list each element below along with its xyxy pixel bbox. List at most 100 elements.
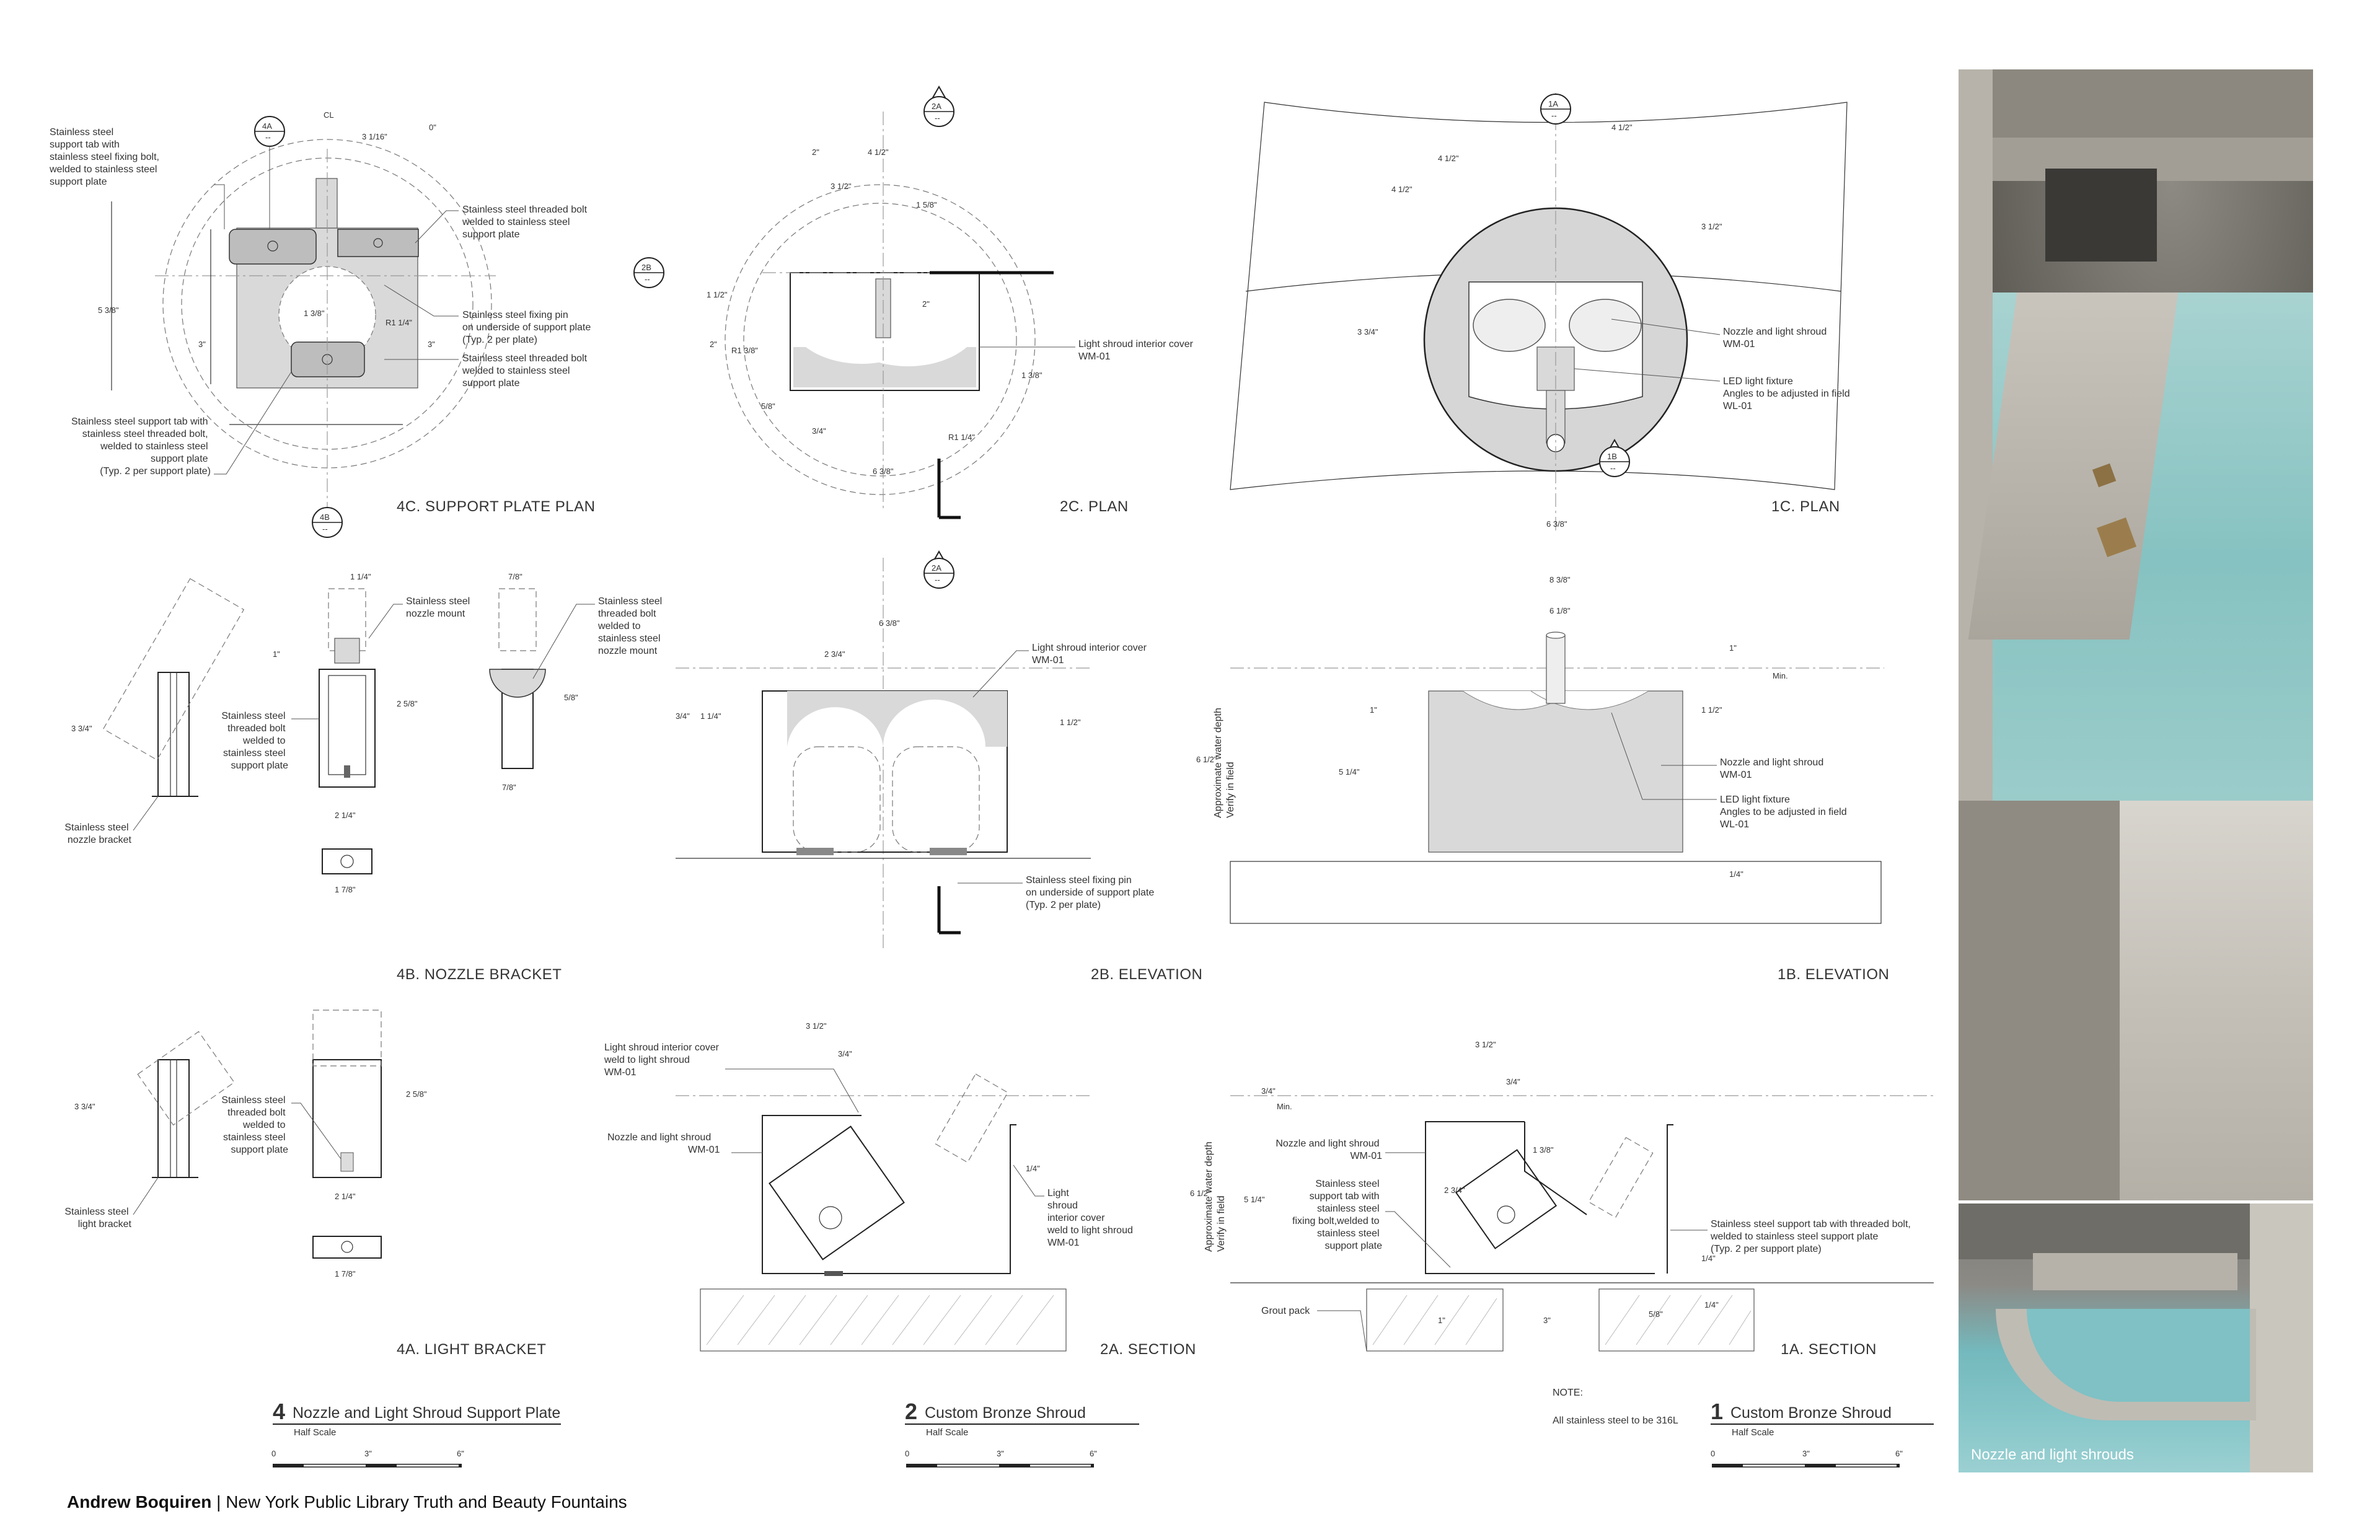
note-1a-support-tab-typ: Stainless steel support tab with threade… [1710,1219,1913,1254]
tag-2a-mid-sheet: -- [935,575,940,584]
legend-1-number: 1 [1711,1399,1723,1424]
title-1a: 1A. SECTION [1781,1341,1877,1358]
dim-1-14: 1 1/4" [350,572,371,581]
detail-2c-plan: 2A -- 2B -- 2" 4 1/2" 3 1/2" 1 5/8" 1 1/… [633,85,1194,519]
dim-6-38: 6 3/8" [1546,519,1567,529]
detail-1a-section: 3 1/2" 3/4" 3/4" Min. 1 3/8" 2 3/4" 5 1/… [1190,1040,1934,1358]
footer-author: Andrew Boquiren [67,1492,212,1511]
dim-2-14: 2 1/4" [335,811,356,820]
tag-4b-sheet: -- [322,524,328,534]
detail-1c-plan: 1A -- 1B -- 4 1/2" 4 1/2" 4 1/2" 3 1/2" … [1230,93,1850,533]
dim-1-4: 1/4" [1026,1164,1040,1173]
dim-1-14: 1 1/4" [700,711,721,721]
dim-3-right: 3" [428,340,435,349]
dim-r4-12: 4 1/2" [1438,154,1459,163]
dim-r1-38: R1 3/8" [731,346,758,355]
dim-1-12: 1 1/2" [1701,705,1722,715]
dim-1-78: 1 7/8" [335,885,356,894]
dim-1-4-b: 1/4" [1704,1300,1719,1309]
photo-caption: Nozzle and light shrouds [1971,1446,2134,1463]
dim-5-8: 5/8" [564,693,578,702]
tag-1b: 1B [1607,452,1617,461]
legend-1-scale: Half Scale [1732,1427,1774,1438]
note-2a-nozzle-shroud: Nozzle and light shroud WM-01 [607,1132,720,1155]
scale-2-3: 3" [997,1449,1004,1458]
dim-5-8: 5/8" [1649,1309,1663,1319]
tag-2b-sheet: -- [645,275,650,284]
note-1a-water-depth: Approximate water depth Verify in field [1204,1139,1227,1252]
scale-1-6: 6" [1895,1449,1903,1458]
dim-3-12: 3 1/2" [1475,1040,1496,1049]
dim-min: Min. [1773,671,1788,680]
photo-fountain-overview: Nozzle and light shrouds [1959,1203,2313,1472]
dim-6-12: 6 1/2" [1190,1189,1211,1198]
scale-4-3: 3" [364,1449,372,1458]
dim-1-4: 1/4" [1729,869,1743,879]
legend-4-scale: Half Scale [294,1427,336,1438]
note-4b-threaded-bolt-plate: Stainless steel threaded bolt welded to … [221,711,288,771]
dim-2-14: 2 1/4" [335,1192,356,1201]
tag-4a: 4A [262,121,272,131]
legend-2-number: 2 [905,1399,917,1424]
dim-2-34: 2 3/4" [1444,1186,1465,1195]
note-heading: NOTE: [1553,1388,1583,1398]
dim-3: 3" [198,340,206,349]
dim-6-18: 6 1/8" [1549,606,1571,615]
legend-1-text: Custom Bronze Shroud [1730,1404,1892,1422]
dim-3-4: 3/4" [812,426,826,436]
dim-4-12: 4 1/2" [868,147,889,157]
tag-4a-sheet: -- [265,133,271,142]
note-1a-nozzle-shroud: Nozzle and light shroud WM-01 [1276,1138,1382,1161]
dim-2-center: 2" [922,299,930,309]
note-1b-led: LED light fixture Angles to be adjusted … [1720,794,1849,830]
dim-3-34: 3 3/4" [74,1102,95,1111]
legend-2-scale: Half Scale [926,1427,968,1438]
note-4c-support-tab-typ: Stainless steel support tab with stainle… [71,416,211,477]
tag-1a: 1A [1548,99,1558,108]
dim-1-38: 1 3/8" [1533,1145,1554,1155]
dim-1-12: 1 1/2" [1060,718,1081,727]
note-1a-grout: Grout pack [1261,1306,1310,1316]
detail-2b-elevation: 2A -- 6 3/8" 2 3/4" 3/4" 1 1/4" 1 1/2" L… [676,550,1202,983]
note-4c-support-tab: Stainless steel support tab with stainle… [49,127,162,187]
note-2a-interior-cover: Light shroud interior cover weld to ligh… [604,1042,721,1078]
legend-2: 2 Custom Bronze Shroud Half Scale 0 3" 6… [905,1399,1139,1467]
note-1b-nozzle-shroud: Nozzle and light shroud WM-01 [1720,757,1827,780]
dim-3-12: 3 1/2" [1701,222,1722,231]
dim-7-8: 7/8" [508,572,522,581]
detail-4a-light-bracket: 3 3/4" 2 5/8" 2 1/4" 1 7/8" Stainless st… [64,1010,546,1358]
note-2b-interior-cover: Light shroud interior cover WM-01 [1032,643,1149,666]
dim-6-12: 6 1/2" [1196,755,1217,764]
detail-2a-section: 3 1/2" 3/4" 1/4" Light shroud interior c… [604,1021,1196,1358]
note-4c-fixing-pin: Stainless steel fixing pin on underside … [462,310,594,345]
note-2b-fixing-pin: Stainless steel fixing pin on underside … [1026,875,1157,910]
dim-2-left: 2" [710,340,717,349]
tag-4b: 4B [320,513,330,522]
dim-2-58: 2 5/8" [397,699,418,708]
legend-2-text: Custom Bronze Shroud [925,1404,1086,1422]
photo-column: Nozzle and light shrouds [1959,69,2313,1472]
note-1c-nozzle-shroud: Nozzle and light shroud WM-01 [1723,327,1830,350]
note-4a-light-bracket: Stainless steel light bracket [64,1207,131,1230]
dim-3-34: 3 3/4" [71,724,92,733]
dim-6-38: 6 3/8" [879,618,900,628]
dim-centerline: CL [324,110,334,120]
dim-3-4: 3/4" [838,1049,852,1058]
title-2b: 2B. ELEVATION [1091,966,1202,983]
dim-r1-14: R1 1/4" [386,318,412,327]
dim-r1-14: R1 1/4" [948,433,975,442]
dim-4-12: 4 1/2" [1611,123,1633,132]
note-4b-nozzle-mount: Stainless steel nozzle mount [406,596,473,619]
legend-4: 4 Nozzle and Light Shroud Support Plate … [271,1399,561,1467]
dim-r4: 4 1/2" [1391,185,1413,194]
footer-project: New York Public Library Truth and Beauty… [226,1492,627,1511]
dim-8-38: 8 3/8" [1549,575,1571,584]
dim-2: 2" [812,147,819,157]
legend-4-text: Nozzle and Light Shroud Support Plate [293,1404,560,1422]
note-4a-threaded-bolt: Stainless steel threaded bolt welded to … [221,1095,288,1155]
dim-3-34: 3 3/4" [1357,327,1378,337]
note-4c-threaded-bolt-bottom: Stainless steel threaded bolt welded to … [462,353,589,389]
title-4c: 4C. SUPPORT PLATE PLAN [397,498,595,515]
sheet-footer: Andrew Boquiren | New York Public Librar… [67,1492,627,1512]
